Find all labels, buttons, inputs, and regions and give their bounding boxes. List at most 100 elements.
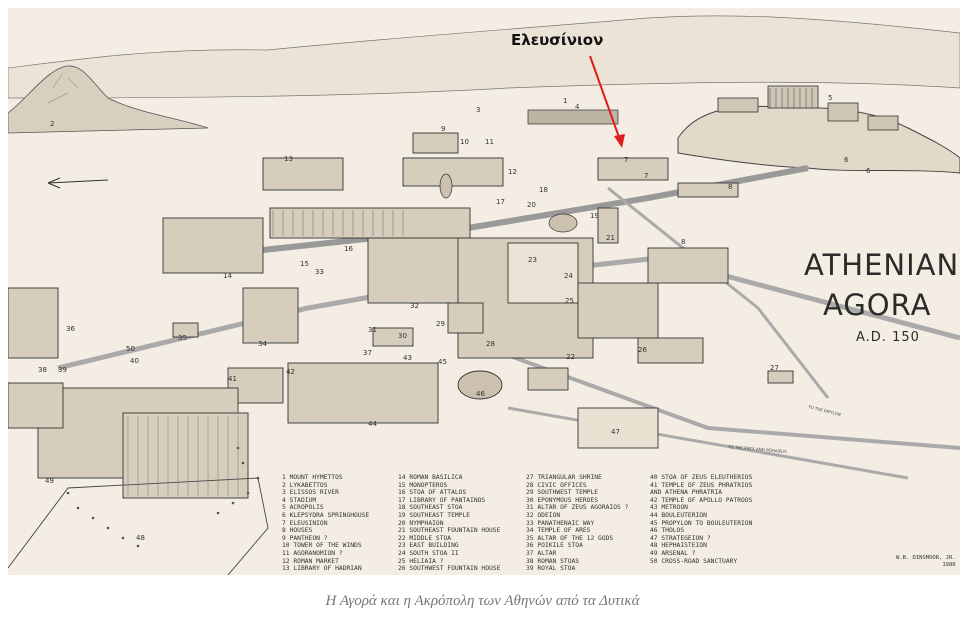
figure-caption: Η Αγορά και η Ακρόπολη των Αθηνών από τα… <box>325 593 640 609</box>
legend-item: 46 THOLOS <box>650 527 685 535</box>
legend-item: 29 SOUTHWEST TEMPLE <box>526 489 599 497</box>
map-number: 14 <box>223 272 232 280</box>
legend-item: 34 TEMPLE OF ARES <box>526 527 591 535</box>
legend-item: 14 ROMAN BASILICA <box>398 474 463 481</box>
legend-item: 40 STOA OF ZEUS ELEUTHERIOS <box>650 474 753 481</box>
legend-item: 3 ELISSOS RIVER <box>282 489 339 497</box>
legend-item: 16 STOA OF ATTALOS <box>398 489 467 497</box>
map-number: 18 <box>539 186 548 194</box>
legend-item: 22 MIDDLE STOA <box>398 534 452 542</box>
map-number: 10 <box>460 138 469 146</box>
map-number: 24 <box>564 272 573 280</box>
tholos <box>457 370 503 400</box>
legend-item: 37 ALTAR <box>526 549 557 557</box>
map-number: 36 <box>66 325 75 333</box>
legend-column-4: 40 STOA OF ZEUS ELEUTHERIOS 41 TEMPLE OF… <box>650 474 752 565</box>
map-number: 17 <box>496 198 505 206</box>
map-number: 47 <box>611 428 620 436</box>
north-arrow <box>47 177 109 189</box>
map-number: 7 <box>624 156 628 164</box>
map-title-line-2: AGORA <box>823 288 932 322</box>
signature-name: W.B. DINSMOOR, JR. <box>896 555 956 561</box>
map-number: 46 <box>476 390 485 398</box>
legend-item: 47 STRATEGEION ? <box>650 534 711 542</box>
map-numbers: 2 3 4 5 6 7 8 9 10 11 12 13 14 15 16 17 … <box>38 94 871 542</box>
map-number: 8 <box>728 183 732 191</box>
map-number: 11 <box>485 138 494 146</box>
stadium <box>527 109 619 125</box>
map-title-line-1: ATHENIAN <box>804 248 960 282</box>
legend-item: 42 TEMPLE OF APOLLO PATROOS <box>650 496 753 504</box>
legend-item: 31 ALTAR OF ZEUS AGORAIOS ? <box>526 504 629 512</box>
map-number: 49 <box>45 477 54 485</box>
map-number: 48 <box>136 534 145 542</box>
legend-item: 18 SOUTHEAST STOA <box>398 504 463 512</box>
legend-item: 25 HELIAIA ? <box>398 557 444 565</box>
map-number: 39 <box>58 366 67 374</box>
legend-item: 17 LIBRARY OF PANTAINOS <box>398 496 486 504</box>
legend-item: 33 PANATHENAIC WAY <box>526 519 595 527</box>
legend-item: 24 SOUTH STOA II <box>398 549 459 557</box>
map-number: 20 <box>527 201 536 209</box>
legend-item: 28 CIVIC OFFICES <box>526 481 587 489</box>
legend-item: 30 EPONYMOUS HEROES <box>526 496 599 504</box>
legend-item: 49 ARSENAL ? <box>650 549 696 557</box>
legend-item: 41 TEMPLE OF ZEUS PHRATRIOS <box>650 481 753 489</box>
map-number: 4 <box>575 103 580 111</box>
signature-year: 1980 <box>942 562 956 568</box>
map-number: 25 <box>565 297 574 305</box>
map-signature: W.B. DINSMOOR, JR. 1980 <box>896 555 956 569</box>
map-title-date: A.D. 150 <box>856 330 920 345</box>
legend-item: 21 SOUTHEAST FOUNTAIN HOUSE <box>398 527 501 535</box>
legend-item: 15 MONOPTEROS <box>398 481 448 489</box>
map-number: 45 <box>438 358 447 366</box>
legend-item: 9 PANTHEON ? <box>282 534 328 542</box>
annotation-arrow <box>589 55 621 141</box>
road-label-dipylon: TO THE DIPYLON <box>807 404 842 417</box>
map-number: 31 <box>368 326 377 334</box>
map-number: 34 <box>258 340 267 348</box>
legend-item: 12 ROMAN MARKET <box>282 557 339 565</box>
legend-item: 50 CROSS-ROAD SANCTUARY <box>650 557 738 565</box>
map-number: 38 <box>38 366 47 374</box>
map-number: 28 <box>486 340 495 348</box>
legend-item: 32 ODEION <box>526 511 561 519</box>
legend-item: 5 ACROPOLIS <box>282 504 324 512</box>
map-number: 7 <box>644 172 648 180</box>
map-number: 32 <box>410 302 419 310</box>
legend-item: 48 HEPHAISTEION <box>650 542 707 550</box>
lykabettos-hill <box>8 65 209 134</box>
agora-buildings <box>8 132 794 499</box>
map-number: 3 <box>476 106 480 114</box>
legend-item: 11 AGORANOMION ? <box>282 549 343 557</box>
map-number: 12 <box>508 168 517 176</box>
legend-item: AND ATHENA PHRATRIA <box>650 489 723 497</box>
road-label-pnyx: TO THE PNYX AND PEIRAIEUS <box>727 444 787 454</box>
eleusinion-annotation: Ελευσίνιον <box>511 31 604 49</box>
map-number: 30 <box>398 332 407 340</box>
legend-column-2: 14 ROMAN BASILICA 15 MONOPTEROS 16 STOA … <box>398 474 500 573</box>
map-number: 1 <box>563 97 567 105</box>
legend-item: 20 NYMPHAION <box>398 519 444 527</box>
map-number: 27 <box>770 364 779 372</box>
legend-item: 45 PROPYLON TO BOULEUTERION <box>650 519 753 527</box>
map-number: 6 <box>844 156 849 164</box>
map-number: 41 <box>228 375 237 383</box>
map-number: 43 <box>403 354 412 362</box>
legend-item: 2 LYKABETTOS <box>282 481 328 489</box>
map-number: 19 <box>590 212 599 220</box>
map-number: 15 <box>300 260 309 268</box>
map-number: 2 <box>50 120 54 128</box>
map-number: 8 <box>681 238 685 246</box>
map-number: 37 <box>363 349 372 357</box>
legend-item: 6 KLEPSYDRA SPRINGHOUSE <box>282 511 370 519</box>
map-number: 16 <box>344 245 353 253</box>
map-number: 23 <box>528 256 537 264</box>
legend-item: 8 HOUSES <box>282 527 313 535</box>
map-number: 35 <box>178 334 187 342</box>
map-number: 33 <box>315 268 324 276</box>
map-number: 13 <box>284 155 293 163</box>
legend-item: 7 ELEUSINION <box>282 519 328 527</box>
acropolis-buildings <box>717 85 899 131</box>
map-number: 29 <box>436 320 445 328</box>
